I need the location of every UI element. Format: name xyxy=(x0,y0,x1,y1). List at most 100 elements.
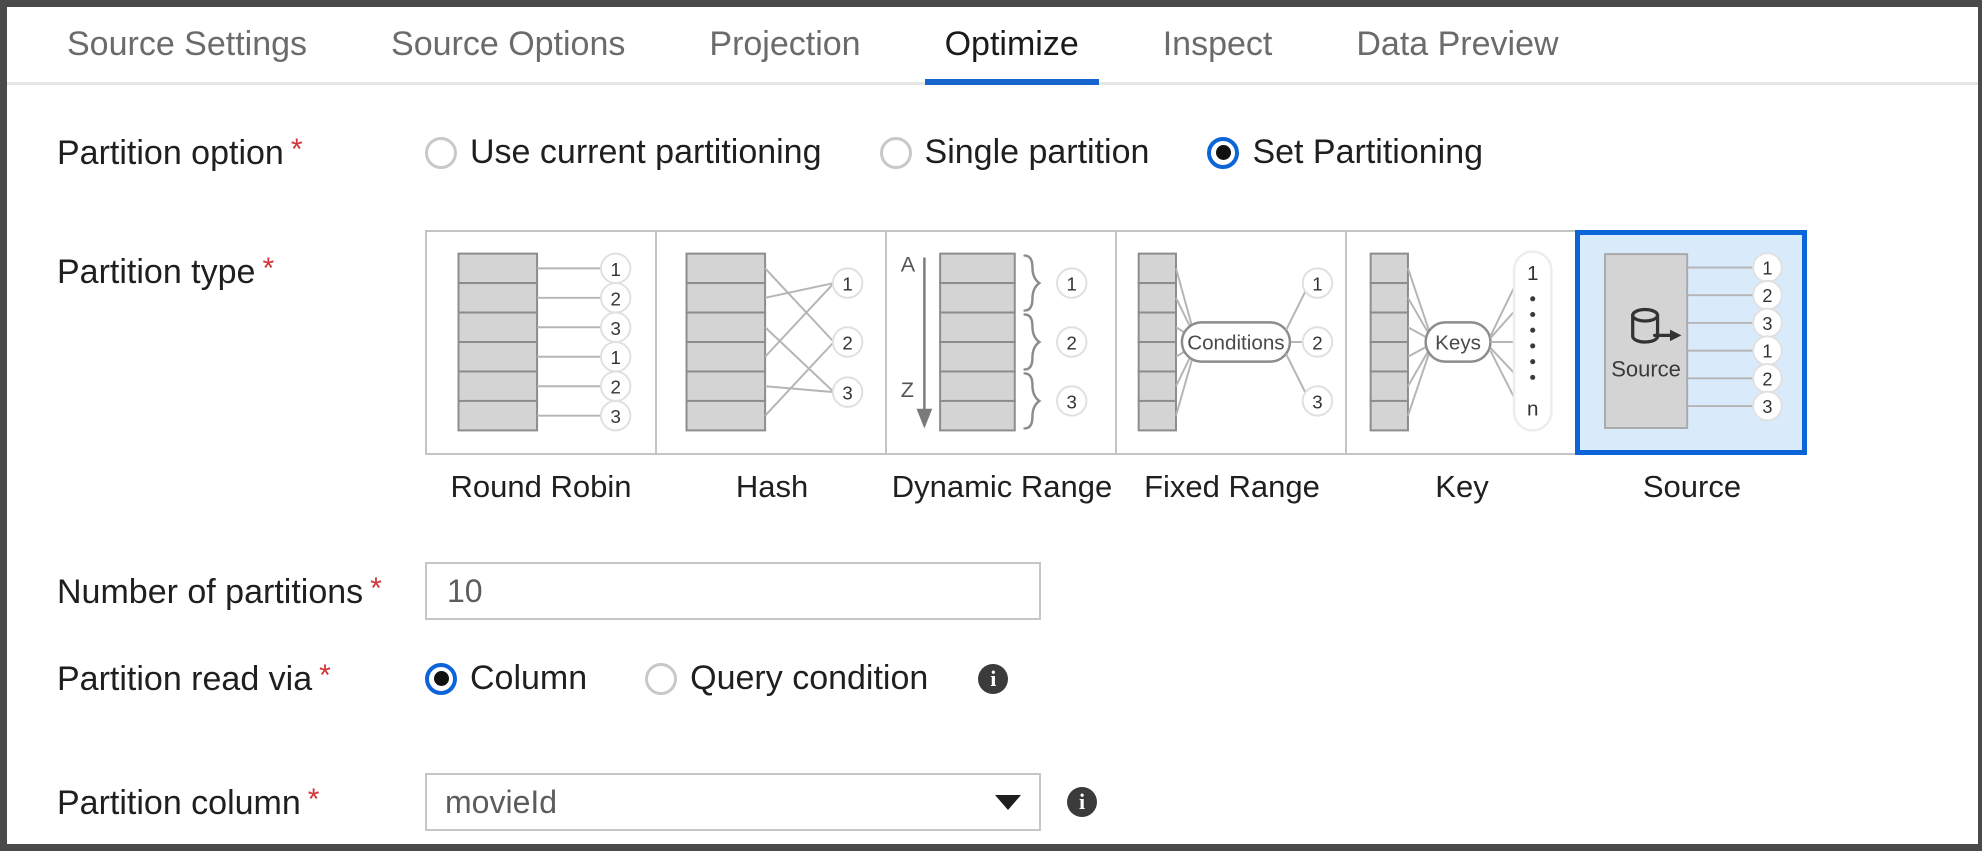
required-asterisk: * xyxy=(319,659,331,692)
key-output-last: n xyxy=(1527,397,1538,420)
label-text: Partition column xyxy=(57,784,301,822)
fixed-range-diagram: Conditions 1 2 3 xyxy=(1137,252,1334,432)
label-text: Partition option xyxy=(57,134,284,172)
svg-text:1: 1 xyxy=(610,259,620,280)
partition-type-card-fixed-range[interactable]: Conditions 1 2 3 xyxy=(1115,230,1347,505)
tab-source-options[interactable]: Source Options xyxy=(361,7,655,82)
conditions-node-label: Conditions xyxy=(1187,331,1284,354)
radio-dot xyxy=(425,136,457,169)
svg-text:2: 2 xyxy=(610,288,620,309)
svg-text:1: 1 xyxy=(610,347,620,368)
card-frame: Keys 1 xyxy=(1345,230,1577,455)
key-diagram: Keys 1 xyxy=(1369,250,1553,432)
partition-type-card-hash[interactable]: 1 2 3 Hash xyxy=(655,230,887,505)
partition-column-value: movieId xyxy=(445,783,558,820)
svg-text:2: 2 xyxy=(610,377,620,398)
number-of-partitions-row: Number of partitions* xyxy=(7,562,1041,620)
card-frame: A Z xyxy=(885,230,1117,455)
svg-text:2: 2 xyxy=(1312,332,1322,353)
partition-column-select[interactable]: movieId xyxy=(425,773,1041,831)
radio-dot xyxy=(1207,136,1240,169)
card-label: Round Robin xyxy=(450,469,632,504)
svg-text:2: 2 xyxy=(1067,332,1077,353)
hash-diagram: 1 2 3 xyxy=(685,252,864,432)
card-label: Hash xyxy=(735,469,809,504)
svg-text:3: 3 xyxy=(1762,397,1772,417)
card-label: Dynamic Range xyxy=(891,469,1113,504)
required-asterisk: * xyxy=(307,783,320,816)
radio-set-partitioning[interactable]: Set Partitioning xyxy=(1207,133,1483,172)
svg-text:1: 1 xyxy=(1762,342,1772,362)
label-text: Number of partitions xyxy=(57,573,364,611)
svg-text:1: 1 xyxy=(842,274,852,295)
svg-text:3: 3 xyxy=(1312,391,1322,412)
database-source-icon xyxy=(1631,307,1682,344)
label-text: Partition read via xyxy=(57,660,313,698)
info-icon[interactable]: i xyxy=(978,663,1009,694)
radio-column[interactable]: Column xyxy=(425,659,587,698)
partition-type-label: Partition type* xyxy=(7,230,407,292)
tab-optimize[interactable]: Optimize xyxy=(915,7,1109,85)
partition-option-radio-group: Use current partitioning Single partitio… xyxy=(425,133,1483,172)
tab-label: Inspect xyxy=(1162,25,1273,63)
partition-read-via-radio-group: Column Query condition i xyxy=(425,659,1009,698)
tab-data-preview[interactable]: Data Preview xyxy=(1326,7,1588,82)
info-icon[interactable]: i xyxy=(1067,787,1097,817)
label-text: Partition type xyxy=(57,253,256,291)
card-label: Fixed Range xyxy=(1144,469,1320,504)
chevron-down-icon xyxy=(995,794,1021,810)
tab-label: Source Options xyxy=(391,25,626,63)
radio-label: Column xyxy=(470,659,588,697)
svg-text:3: 3 xyxy=(1067,391,1077,412)
required-asterisk: * xyxy=(262,252,275,285)
radio-dot xyxy=(425,662,457,695)
svg-text:1: 1 xyxy=(1067,274,1077,295)
partition-read-via-row: Partition read via* Column Query conditi… xyxy=(7,659,1009,699)
card-frame: 1 2 3 xyxy=(655,230,887,455)
axis-label-z: Z xyxy=(901,377,914,402)
svg-text:1: 1 xyxy=(1762,258,1772,278)
number-of-partitions-label: Number of partitions* xyxy=(7,562,407,612)
svg-text:1: 1 xyxy=(1312,274,1322,295)
card-label: Key xyxy=(1435,469,1489,504)
optimize-form: Partition option* Use current partitioni… xyxy=(7,85,1978,844)
tab-projection[interactable]: Projection xyxy=(679,7,890,82)
card-frame: Source xyxy=(1575,230,1807,455)
radio-query-condition[interactable]: Query condition xyxy=(645,659,928,698)
tab-label: Data Preview xyxy=(1356,25,1559,63)
svg-text:2: 2 xyxy=(842,332,852,353)
number-of-partitions-input[interactable] xyxy=(425,562,1041,620)
round-robin-diagram: 123 123 xyxy=(457,252,632,432)
radio-single-partition[interactable]: Single partition xyxy=(879,133,1150,172)
key-output-first: 1 xyxy=(1527,262,1538,285)
tab-bar: Source Settings Source Options Projectio… xyxy=(7,7,1978,85)
radio-label: Set Partitioning xyxy=(1252,133,1484,171)
partition-read-via-label: Partition read via* xyxy=(7,659,407,699)
source-node-label: Source xyxy=(1611,356,1681,381)
radio-label: Query condition xyxy=(690,659,929,697)
required-asterisk: * xyxy=(290,133,303,166)
svg-text:2: 2 xyxy=(1762,286,1772,306)
tab-inspect[interactable]: Inspect xyxy=(1133,7,1303,82)
axis-label-a: A xyxy=(901,251,916,276)
partition-column-row: Partition column* movieId i xyxy=(7,773,1097,831)
svg-text:3: 3 xyxy=(842,383,852,404)
svg-text:3: 3 xyxy=(610,406,620,427)
partition-type-card-source[interactable]: Source xyxy=(1575,230,1807,505)
partition-option-row: Partition option* Use current partitioni… xyxy=(7,133,1483,173)
svg-text:3: 3 xyxy=(1762,314,1772,334)
radio-dot xyxy=(879,136,912,169)
radio-label: Single partition xyxy=(924,133,1150,171)
partition-type-card-dynamic-range[interactable]: A Z xyxy=(885,230,1117,505)
svg-text:2: 2 xyxy=(1762,369,1772,389)
required-asterisk: * xyxy=(370,572,382,605)
radio-use-current-partitioning[interactable]: Use current partitioning xyxy=(425,133,822,172)
tab-label: Projection xyxy=(709,25,861,63)
tab-source-settings[interactable]: Source Settings xyxy=(37,7,337,82)
partition-type-card-key[interactable]: Keys 1 xyxy=(1345,230,1577,505)
keys-node-label: Keys xyxy=(1435,331,1481,354)
source-diagram: Source xyxy=(1604,252,1783,429)
